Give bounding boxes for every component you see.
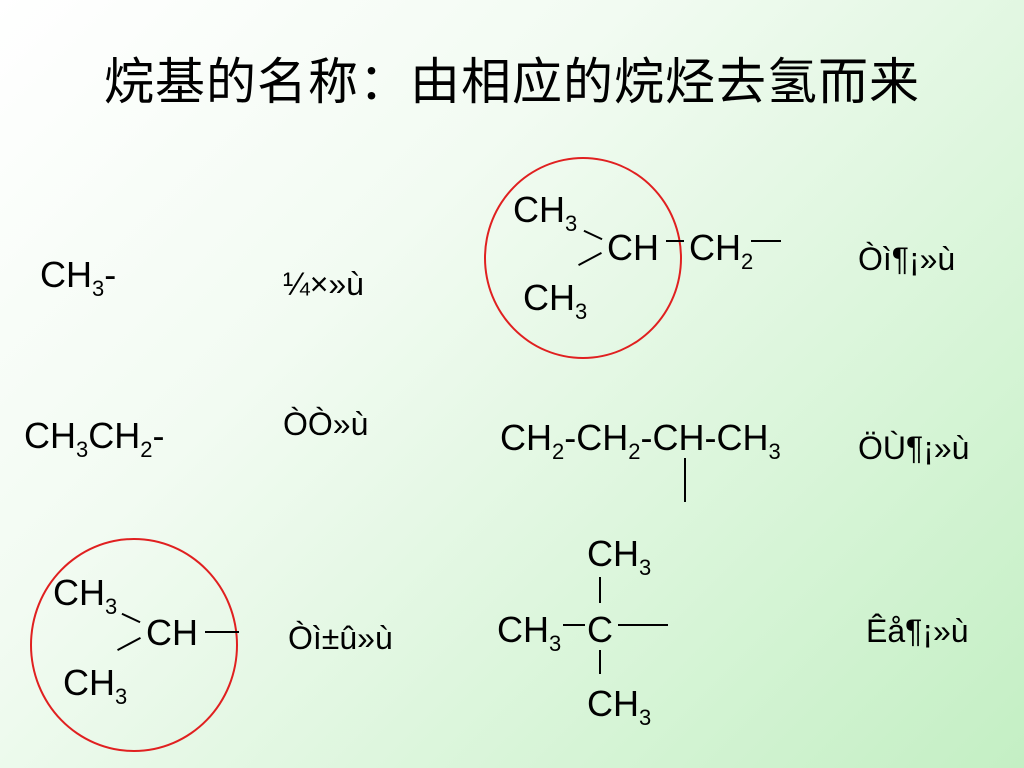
subscript: 3	[76, 437, 89, 462]
subscript: 2	[628, 439, 641, 464]
isobutyl-center-ch: CH	[607, 227, 659, 268]
subscript: 3	[105, 594, 118, 619]
subscript: 2	[140, 437, 153, 462]
subscript: 3	[92, 276, 105, 301]
isopropyl-highlight-circle	[30, 538, 238, 752]
subscript: 3	[639, 555, 652, 580]
tert-butyl-bottom-ch3: CH3	[587, 683, 652, 730]
methyl-name: ¼×»ù	[283, 266, 364, 302]
isobutyl-bond-ch-ch2	[666, 240, 684, 242]
isobutyl-name: Òì¶¡»ù	[858, 241, 956, 277]
isobutyl-top-ch3: CH3	[513, 189, 578, 236]
sec-butyl-name: ÖÙ¶¡»ù	[858, 430, 970, 466]
isobutyl-right-ch2: CH2	[689, 227, 754, 274]
slide-title: 烷基的名称：由相应的烷烃去氢而来	[104, 53, 920, 111]
sec-butyl-chain: CH2-CH2-CH-CH3	[500, 417, 781, 464]
isobutyl-highlight-circle	[484, 157, 682, 359]
isopropyl-top-ch3: CH3	[53, 572, 118, 619]
subscript: 3	[565, 211, 578, 236]
tert-butyl-free-bond	[618, 624, 668, 626]
subscript: 3	[639, 705, 652, 730]
sec-butyl-free-bond	[684, 458, 686, 502]
subscript: 3	[768, 439, 781, 464]
isopropyl-center-ch: CH	[146, 612, 198, 653]
tert-butyl-center-c: C	[587, 609, 613, 650]
ethyl-name: ÒÒ»ù	[283, 406, 369, 442]
subscript: 2	[741, 249, 754, 274]
isopropyl-bottom-ch3: CH3	[63, 662, 128, 709]
ethyl-formula: CH3CH2-	[24, 415, 165, 462]
tert-butyl-left-ch3: CH3	[497, 609, 562, 656]
subscript: 2	[552, 439, 565, 464]
methyl-formula: CH3-	[40, 254, 117, 301]
tert-butyl-bond-left	[563, 624, 585, 626]
subscript: 3	[575, 299, 588, 324]
tert-butyl-bond-top	[599, 577, 601, 603]
tert-butyl-bond-bottom	[599, 650, 601, 674]
tert-butyl-name: Êå¶¡»ù	[866, 613, 969, 649]
subscript: 3	[549, 631, 562, 656]
isobutyl-bottom-ch3: CH3	[523, 277, 588, 324]
isopropyl-name: Òì±û»ù	[288, 620, 393, 656]
tert-butyl-top-ch3: CH3	[587, 533, 652, 580]
isopropyl-free-bond	[205, 631, 239, 633]
isobutyl-free-bond	[751, 240, 781, 242]
subscript: 3	[115, 684, 128, 709]
